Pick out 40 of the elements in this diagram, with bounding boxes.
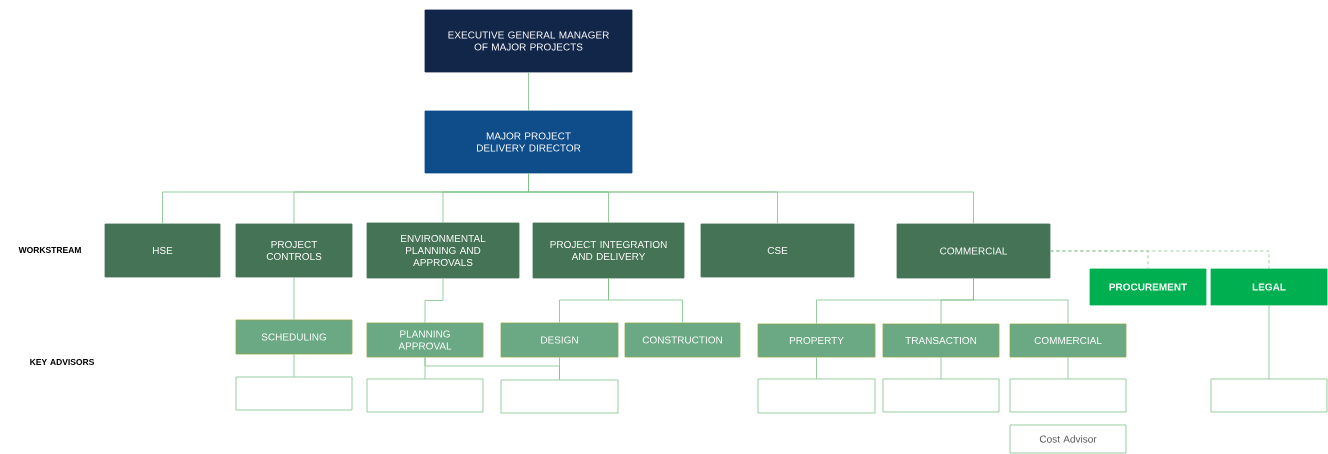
advisor-area-box: SCHEDULING xyxy=(235,319,353,355)
executive-box: EXECUTIVE GENERAL MANAGER OF MAJOR PROJECTS xyxy=(424,9,633,73)
connector xyxy=(559,357,560,380)
row-label: KEY ADVISORS xyxy=(30,359,95,365)
advisor-box: Cost Advisor xyxy=(1009,424,1127,454)
connector xyxy=(293,354,295,377)
advisor-box xyxy=(500,379,619,414)
connector xyxy=(608,278,683,323)
workstream-box: COMMERCIAL xyxy=(896,223,1051,279)
connector xyxy=(973,278,1069,324)
advisor-box xyxy=(757,378,876,414)
connector xyxy=(940,357,942,379)
connector xyxy=(528,173,974,224)
connector xyxy=(528,72,529,111)
advisor-area-box: CONSTRUCTION xyxy=(624,322,741,358)
advisor-box xyxy=(1210,378,1328,413)
connector xyxy=(1050,250,1270,269)
advisor-box xyxy=(235,376,353,411)
workstream-box: CSE xyxy=(700,223,855,278)
workstream-box: PROJECT CONTROLS xyxy=(235,223,353,278)
support-box: LEGAL xyxy=(1210,268,1328,306)
connector xyxy=(816,357,817,379)
row-label: WORKSTREAM xyxy=(18,247,81,253)
connector xyxy=(293,277,295,320)
connector xyxy=(424,278,444,323)
advisor-box xyxy=(882,378,1000,413)
director-box: MAJOR PROJECT DELIVERY DIRECTOR xyxy=(424,110,633,174)
workstream-box: PROJECT INTEGRATION AND DELIVERY xyxy=(532,222,685,279)
advisor-area-box: DESIGN xyxy=(500,322,619,358)
advisor-area-box: PROPERTY xyxy=(757,323,876,358)
connector xyxy=(1067,357,1069,379)
support-box: PROCUREMENT xyxy=(1089,268,1207,306)
advisor-box xyxy=(366,378,484,413)
workstream-box: ENVIRONMENTAL PLANNING AND APPROVALS xyxy=(366,222,520,279)
advisor-area-box: PLANNING APPROVAL xyxy=(366,322,484,358)
advisor-area-box: COMMERCIAL xyxy=(1009,323,1127,358)
workstream-box: HSE xyxy=(104,223,221,278)
connector xyxy=(1268,305,1270,379)
advisor-box xyxy=(1009,378,1127,413)
advisor-area-box: TRANSACTION xyxy=(882,323,1000,358)
